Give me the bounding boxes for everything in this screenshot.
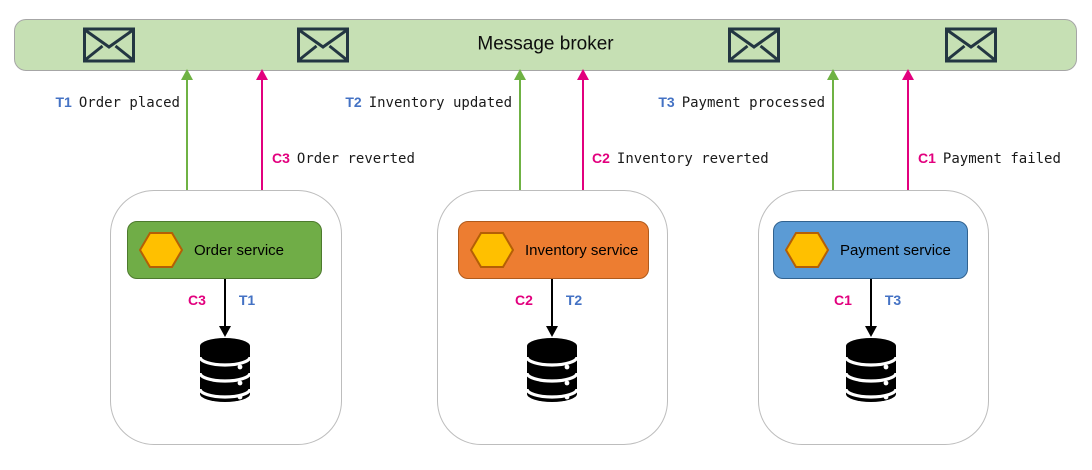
- transaction-text: Inventory updated: [368, 95, 512, 111]
- transaction-text: Payment processed: [681, 95, 825, 111]
- db-transaction-id: T2: [565, 292, 583, 308]
- compensation-text: Inventory reverted: [616, 151, 769, 167]
- db-transaction-id: T1: [238, 292, 256, 308]
- transaction-id: T2: [345, 94, 362, 110]
- service-name: Order service: [194, 241, 285, 259]
- compensation-text: Order reverted: [296, 151, 415, 167]
- compensation-label-payment: C1 Payment failed: [918, 150, 1061, 167]
- hexagon-icon: [470, 232, 514, 268]
- transaction-label-inventory: T2 Inventory updated: [345, 94, 512, 111]
- transaction-id: T3: [658, 94, 675, 110]
- message-broker-title: Message broker: [477, 33, 614, 55]
- db-write-arrow-inventory: [546, 279, 558, 337]
- db-transaction-id: T3: [884, 292, 902, 308]
- envelope-icon: [297, 27, 349, 63]
- db-compensation-id: C1: [834, 292, 852, 308]
- transaction-arrow-inventory: [514, 69, 526, 190]
- db-write-arrow-order: [219, 279, 231, 337]
- envelope-icon: [83, 27, 135, 63]
- db-compensation-id: C3: [188, 292, 206, 308]
- transaction-id: T1: [55, 94, 72, 110]
- compensation-label-order: C3 Order reverted: [272, 150, 415, 167]
- inventory-service-box: Inventory service: [458, 221, 649, 279]
- transaction-label-order: T1 Order placed: [56, 94, 181, 111]
- service-name: Inventory service: [525, 241, 639, 259]
- envelope-icon: [945, 27, 997, 63]
- transaction-arrow-order: [181, 69, 193, 190]
- compensation-id: C3: [272, 150, 290, 166]
- compensation-arrow-order: [256, 69, 268, 190]
- payment-service-box: Payment service: [773, 221, 968, 279]
- database-icon: [526, 338, 578, 402]
- transaction-text: Order placed: [78, 95, 180, 111]
- compensation-id: C1: [918, 150, 936, 166]
- compensation-text: Payment failed: [942, 151, 1061, 167]
- hexagon-icon: [139, 232, 183, 268]
- order-service-box: Order service: [127, 221, 322, 279]
- compensation-label-inventory: C2 Inventory reverted: [592, 150, 769, 167]
- message-broker-bar: Message broker: [14, 19, 1077, 71]
- db-compensation-id: C2: [515, 292, 533, 308]
- compensation-arrow-inventory: [577, 69, 589, 190]
- database-icon: [199, 338, 251, 402]
- compensation-id: C2: [592, 150, 610, 166]
- compensation-arrow-payment: [902, 69, 914, 190]
- db-write-arrow-payment: [865, 279, 877, 337]
- transaction-arrow-payment: [827, 69, 839, 190]
- service-name: Payment service: [840, 241, 951, 259]
- envelope-icon: [728, 27, 780, 63]
- database-icon: [845, 338, 897, 402]
- hexagon-icon: [785, 232, 829, 268]
- transaction-label-payment: T3 Payment processed: [658, 94, 825, 111]
